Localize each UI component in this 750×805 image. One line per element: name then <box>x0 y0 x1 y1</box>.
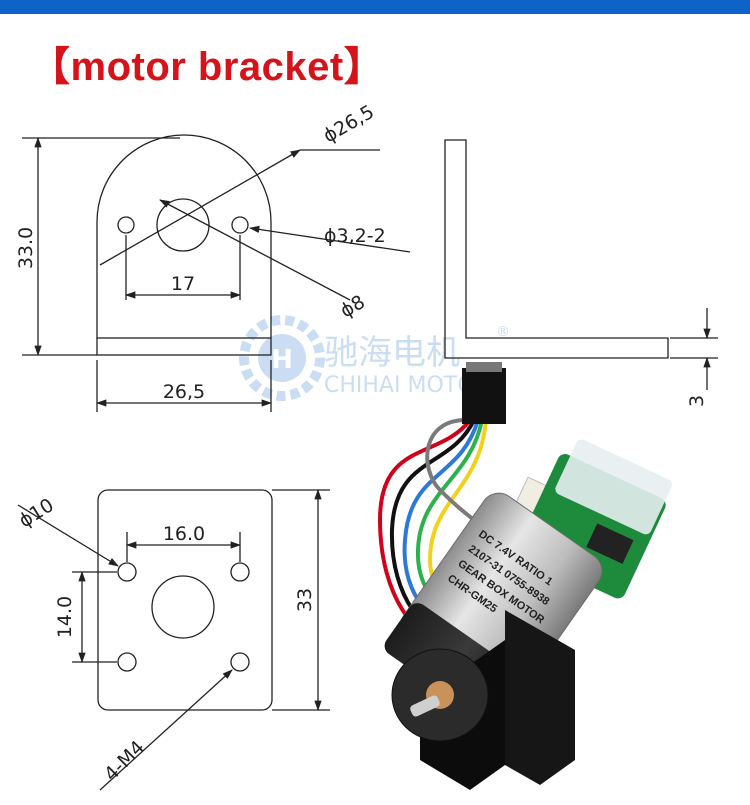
label-base-height: 33 <box>294 588 316 612</box>
base-plate-outline <box>97 489 273 711</box>
side-view <box>444 139 718 390</box>
leader-screws <box>99 669 233 791</box>
bracket-outline <box>96 134 272 338</box>
gear-logo-core <box>258 334 306 382</box>
label-width: 26,5 <box>163 381 205 403</box>
base-hole-bl <box>117 652 137 672</box>
watermark-cn: 驰海电机 <box>324 333 460 373</box>
page-title: 【motor bracket】 <box>30 45 385 89</box>
connector-pins <box>466 362 502 372</box>
label-base-hole-dia: ϕ10 <box>15 494 58 532</box>
base-hole-tl <box>117 562 137 582</box>
label-hole-dia: ϕ3,2-2 <box>324 225 386 247</box>
label-h-spacing: 16.0 <box>163 523 205 545</box>
bracket-base-plate <box>96 337 272 356</box>
mount-hole-right <box>231 216 249 234</box>
base-hole-br <box>230 652 250 672</box>
label-height: 33.0 <box>15 227 37 269</box>
output-shaft <box>410 695 440 717</box>
center-hole <box>156 198 210 252</box>
base-hole-tr <box>230 562 250 582</box>
l-profile <box>444 139 669 359</box>
label-v-spacing: 14.0 <box>54 596 76 638</box>
leader-outer-dia <box>99 149 301 266</box>
leader-hole-dia <box>248 225 411 253</box>
connector-plug <box>462 368 506 424</box>
label-hole-spacing: 17 <box>171 273 195 295</box>
leader-center-dia <box>159 199 351 301</box>
watermark-reg: ® <box>496 324 510 340</box>
bottom-view <box>17 488 330 791</box>
label-outer-dia: ϕ26,5 <box>320 101 378 147</box>
mount-hole-left <box>117 216 135 234</box>
gear-logo-icon <box>239 315 325 401</box>
label-thickness: 3 <box>686 395 708 407</box>
leader-dia-10 <box>17 504 119 567</box>
header-accent-bar <box>0 0 750 14</box>
base-center-hole <box>151 575 215 639</box>
logo-letter: H <box>271 345 293 375</box>
motor-photo: DC 7.4V RATIO 1 2107-31 0755-8938 GEAR B… <box>377 362 672 790</box>
top-view <box>22 134 411 412</box>
label-screws: 4-M4 <box>100 736 149 785</box>
black-bracket-upright <box>505 610 575 785</box>
